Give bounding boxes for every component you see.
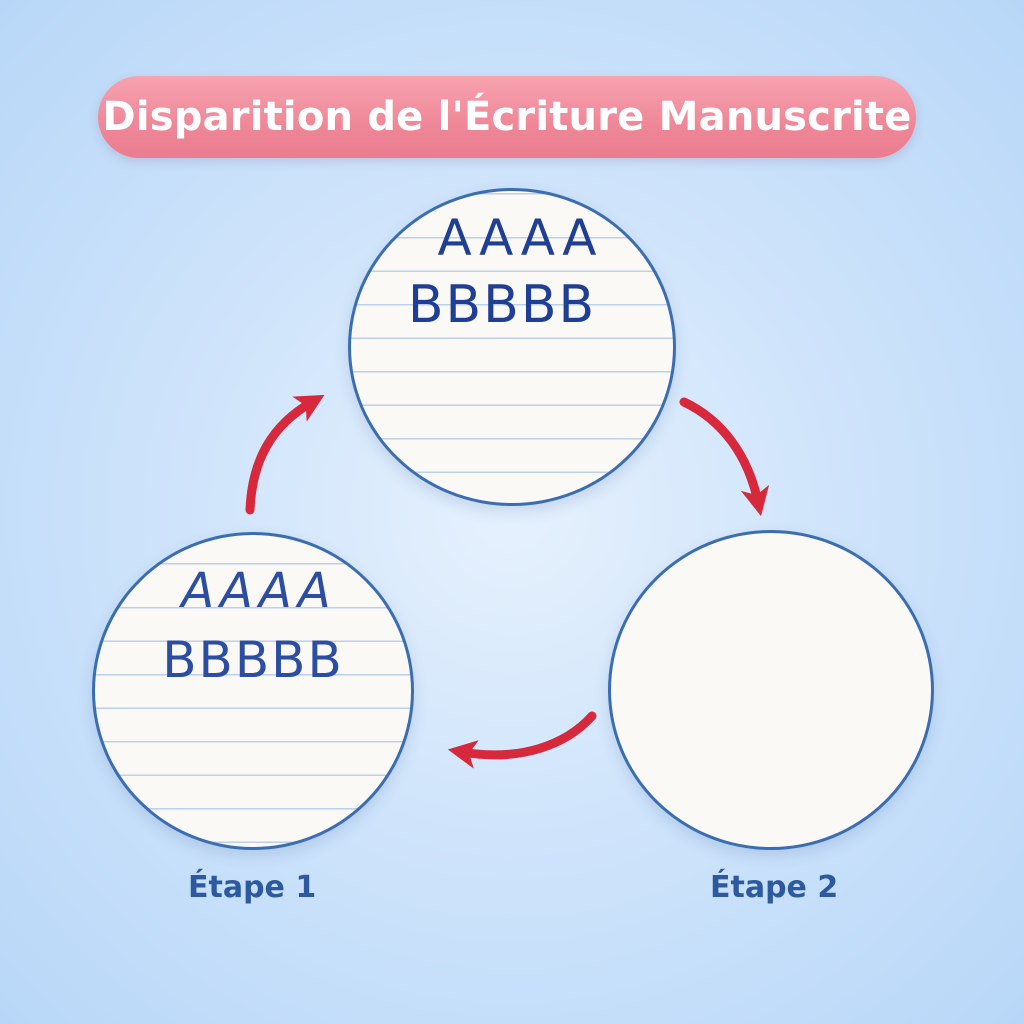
left-letters-b: BBBBB [162, 631, 344, 689]
arrow-left-to-top [245, 394, 325, 515]
top-letters-b: BBBBB [407, 275, 597, 335]
circle-top-writing: AAAA BBBBB [348, 188, 676, 506]
arrow-right-to-left [447, 711, 597, 769]
step-2-label: Étape 2 [710, 870, 839, 905]
circle-right-blank [608, 530, 934, 850]
left-letters-a: AAAA [181, 563, 337, 619]
diagram-title: Disparition de l'Écriture Manuscrite [102, 94, 912, 140]
circle-left-writing: AAAA BBBBB [92, 532, 414, 850]
top-letters-a: AAAA [437, 209, 603, 267]
arrow-top-to-right [679, 397, 770, 517]
title-banner: Disparition de l'Écriture Manuscrite [98, 76, 916, 158]
step-1-label: Étape 1 [188, 870, 317, 905]
